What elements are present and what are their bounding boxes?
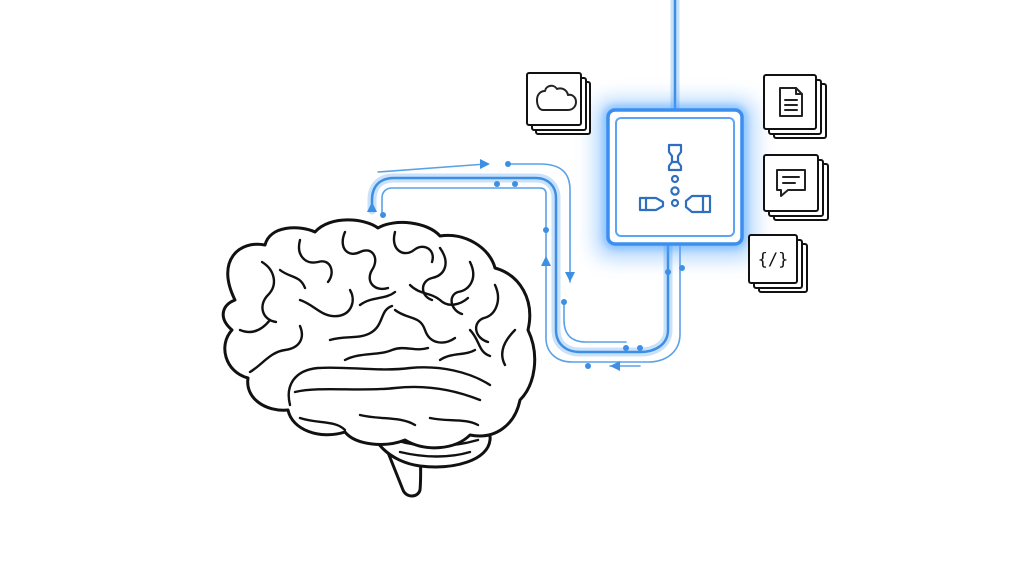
connector-dot	[637, 345, 643, 351]
document-card	[763, 74, 827, 139]
connector-dot	[543, 227, 549, 233]
plug-connector-icon	[638, 143, 712, 214]
cloud-card	[526, 72, 591, 135]
connector-dot	[561, 299, 567, 305]
code-icon: {/}	[758, 250, 789, 270]
connector-dot	[665, 269, 671, 275]
connector-dot	[494, 181, 500, 187]
connector-dot	[623, 345, 629, 351]
cloud-icon	[536, 84, 577, 111]
hub-node	[596, 100, 754, 258]
chat-icon	[776, 169, 806, 197]
connector-dot	[380, 212, 386, 218]
document-icon	[779, 87, 803, 117]
arrow-right-icon	[480, 159, 490, 169]
brain-icon	[221, 218, 537, 498]
connector-dot	[679, 265, 685, 271]
code-card: {/}	[748, 234, 808, 293]
connection-wires	[367, 0, 685, 371]
chat-card	[763, 154, 829, 221]
arrow-up-icon	[541, 256, 551, 266]
arrow-left-icon	[610, 361, 620, 371]
arrow-down-icon	[565, 272, 575, 282]
connector-dot	[585, 363, 591, 369]
connector-dot	[505, 161, 511, 167]
arrow-up-icon	[367, 202, 377, 212]
connector-dot	[512, 181, 518, 187]
